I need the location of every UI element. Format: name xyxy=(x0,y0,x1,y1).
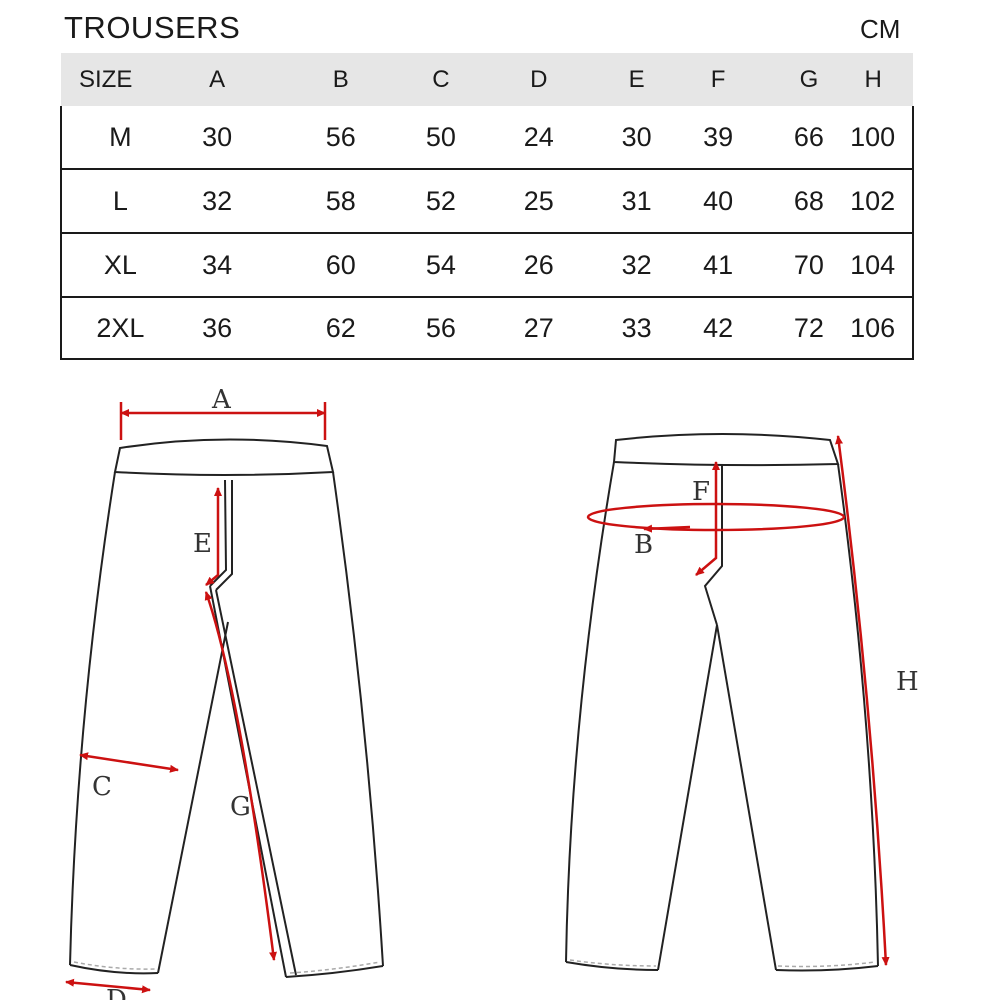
table-cell: 52 xyxy=(425,169,456,234)
label-e: E xyxy=(193,529,212,559)
measure-d-arrow xyxy=(65,978,151,994)
table-cell: 24 xyxy=(455,106,622,170)
table-cell: 70 xyxy=(784,233,834,298)
column-header-size: SIZE xyxy=(61,53,179,106)
measure-b-arrow xyxy=(643,524,691,533)
table-cell: 42 xyxy=(651,297,785,360)
table-cell: 26 xyxy=(455,233,622,298)
label-c: C xyxy=(92,772,112,802)
table-cell: 36 xyxy=(178,297,256,360)
trousers-measurement-diagram: A E C G D F B H xyxy=(65,385,919,1000)
size-cell: XL xyxy=(61,233,179,298)
table-cell: 102 xyxy=(833,169,913,234)
table-cell: 30 xyxy=(178,106,256,170)
label-f: F xyxy=(692,477,710,507)
table-cell: 68 xyxy=(784,169,834,234)
chart-title: TROUSERS xyxy=(64,10,241,45)
table-cell: 58 xyxy=(255,169,426,234)
table-cell: 50 xyxy=(425,106,456,170)
front-trousers-outline xyxy=(69,438,384,978)
table-cell: 72 xyxy=(784,297,834,360)
right-hem-stitch xyxy=(289,961,381,974)
table-cell: 33 xyxy=(621,297,652,360)
column-header-f: F xyxy=(651,53,785,106)
column-header-a: A xyxy=(178,53,256,106)
table-cell: 100 xyxy=(833,106,913,170)
measure-c-arrow xyxy=(79,752,179,773)
size-cell: M xyxy=(61,106,179,170)
table-cell: 31 xyxy=(621,169,652,234)
column-header-g: G xyxy=(784,53,834,106)
table-cell: 56 xyxy=(255,106,426,170)
table-cell: 60 xyxy=(255,233,426,298)
size-cell: L xyxy=(61,169,179,234)
table-row: L 32 58 52 25 31 40 68 102 xyxy=(61,169,913,234)
size-table: SIZE A B C D E F G H M 30 56 50 24 30 39… xyxy=(60,53,914,360)
column-header-d: D xyxy=(455,53,622,106)
unit-label: CM xyxy=(860,14,901,44)
measure-h-arrow xyxy=(835,435,890,966)
back-trousers-outline xyxy=(565,433,879,972)
table-cell: 34 xyxy=(178,233,256,298)
table-cell: 27 xyxy=(455,297,622,360)
table-cell: 106 xyxy=(833,297,913,360)
table-header-row: SIZE A B C D E F G H xyxy=(61,53,913,106)
measure-f-arrow xyxy=(695,461,720,576)
table-cell: 56 xyxy=(425,297,456,360)
table-row: M 30 56 50 24 30 39 66 100 xyxy=(61,106,913,170)
table-cell: 25 xyxy=(455,169,622,234)
left-hem-stitch xyxy=(73,961,157,970)
table-cell: 41 xyxy=(651,233,785,298)
label-d: D xyxy=(106,985,127,1000)
table-cell: 66 xyxy=(784,106,834,170)
table-cell: 104 xyxy=(833,233,913,298)
table-cell: 62 xyxy=(255,297,426,360)
label-g: G xyxy=(230,792,251,822)
column-header-c: C xyxy=(425,53,456,106)
table-cell: 30 xyxy=(621,106,652,170)
table-cell: 39 xyxy=(651,106,785,170)
column-header-e: E xyxy=(621,53,652,106)
table-cell: 40 xyxy=(651,169,785,234)
column-header-b: B xyxy=(255,53,426,106)
size-cell: 2XL xyxy=(61,297,179,360)
back-right-hem-stitch xyxy=(777,961,876,968)
label-b: B xyxy=(634,530,653,560)
measure-e-arrow xyxy=(205,487,222,586)
label-a: A xyxy=(211,385,232,415)
table-row: 2XL 36 62 56 27 33 42 72 106 xyxy=(61,297,913,360)
label-h: H xyxy=(896,667,919,697)
table-cell: 54 xyxy=(425,233,456,298)
table-cell: 32 xyxy=(178,169,256,234)
back-left-hem-stitch xyxy=(569,959,657,967)
measure-g-arrow xyxy=(204,591,277,961)
table-row: XL 34 60 54 26 32 41 70 104 xyxy=(61,233,913,298)
table-cell: 32 xyxy=(621,233,652,298)
column-header-h: H xyxy=(833,53,913,106)
